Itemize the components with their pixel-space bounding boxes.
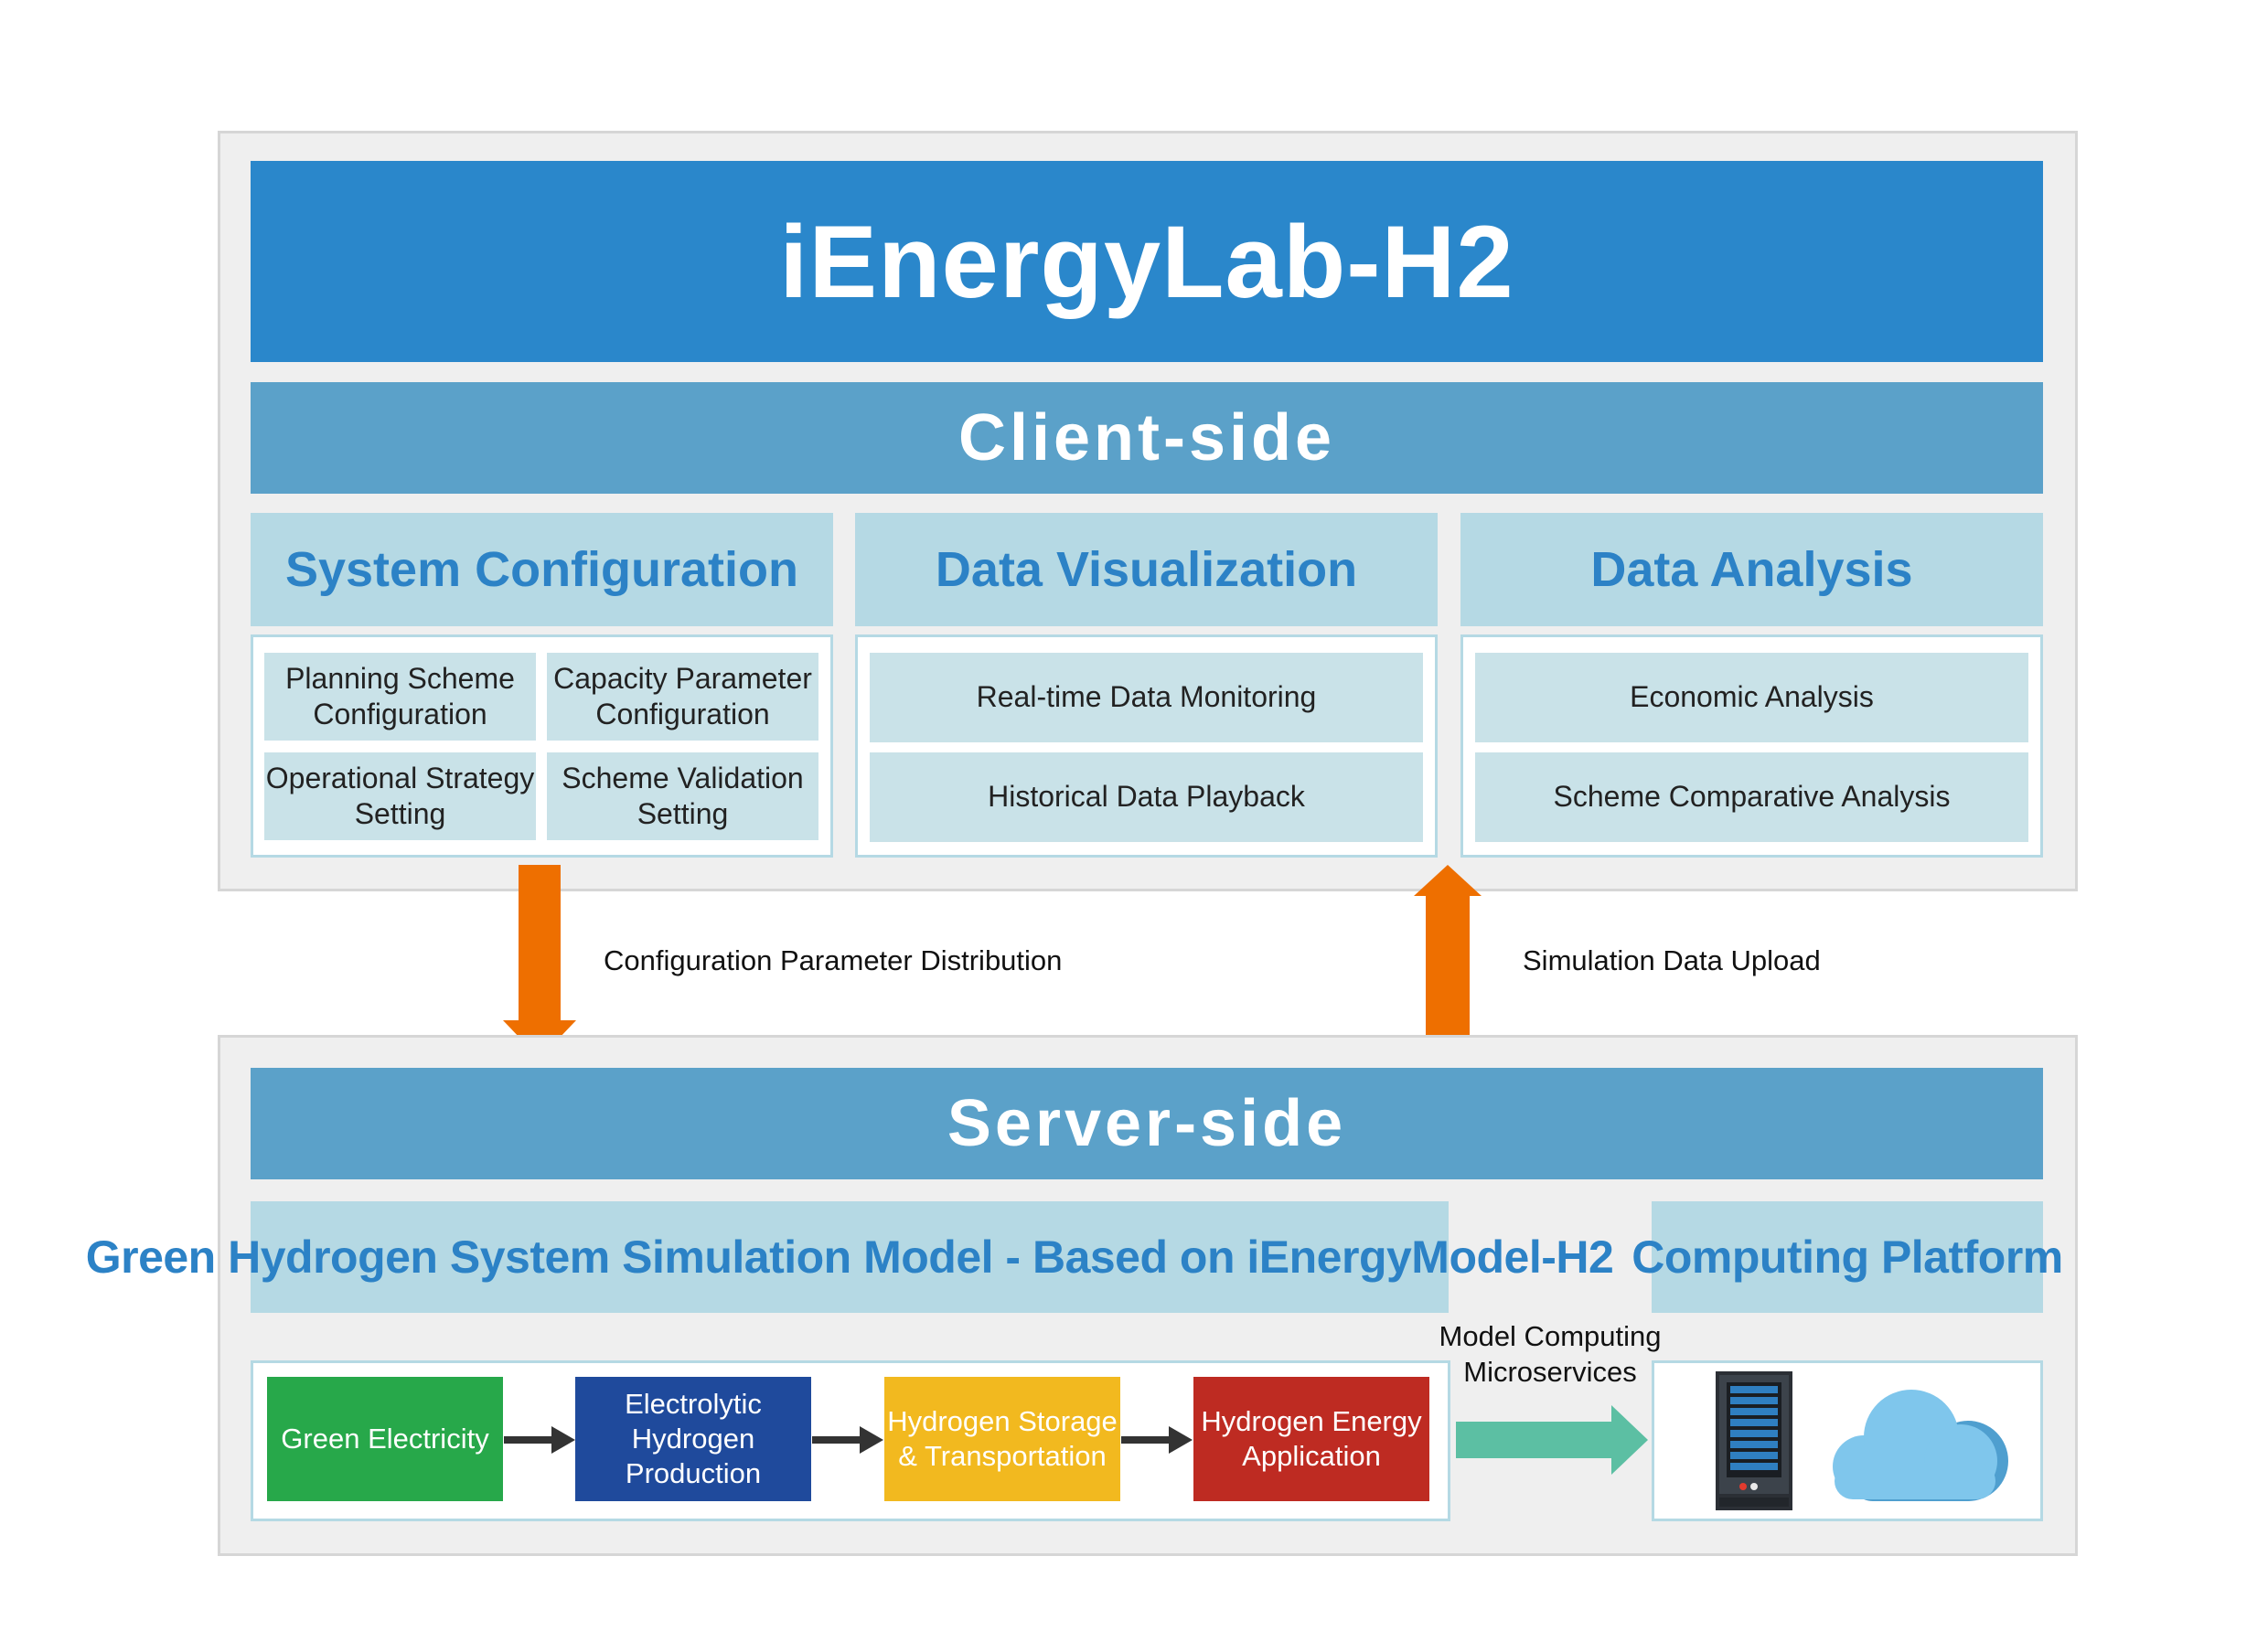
client-side-header: Client-side xyxy=(251,382,2043,494)
chain-arrow-icon xyxy=(504,1426,575,1454)
server-rack-icon xyxy=(1716,1371,1792,1510)
cloud-icon xyxy=(1833,1390,2008,1501)
server-side-header: Server-side xyxy=(251,1068,2043,1179)
computing-platform-header: Computing Platform xyxy=(1631,1201,2063,1313)
down-arrow-icon xyxy=(503,865,576,1059)
microservice-arrow-icon xyxy=(1456,1405,1648,1475)
data-analysis-header: Data Analysis xyxy=(1460,513,2043,626)
process-electrolytic-hydrogen-production[interactable]: Electrolytic Hydrogen Production xyxy=(575,1377,811,1501)
scheme-validation-setting[interactable]: Scheme Validation Setting xyxy=(547,752,818,840)
operational-strategy-setting[interactable]: Operational Strategy Setting xyxy=(264,752,536,840)
economic-analysis[interactable]: Economic Analysis xyxy=(1475,653,2028,742)
chain-arrow-icon xyxy=(1121,1426,1193,1454)
real-time-data-monitoring[interactable]: Real-time Data Monitoring xyxy=(870,653,1423,742)
process-green-electricity[interactable]: Green Electricity xyxy=(267,1377,503,1501)
process-hydrogen-storage-transportation[interactable]: Hydrogen Storage & Transportation xyxy=(884,1377,1120,1501)
microservices-label: Model Computing Microservices xyxy=(1439,1320,1662,1388)
capacity-parameter-configuration[interactable]: Capacity Parameter Configuration xyxy=(547,653,818,741)
process-hydrogen-energy-application[interactable]: Hydrogen Energy Application xyxy=(1193,1377,1429,1501)
configuration-distribution-label: Configuration Parameter Distribution xyxy=(604,944,1063,976)
simulation-model-header: Green Hydrogen System Simulation Model -… xyxy=(86,1201,1614,1313)
historical-data-playback[interactable]: Historical Data Playback xyxy=(870,752,1423,842)
simulation-upload-label: Simulation Data Upload xyxy=(1523,944,1821,976)
app-title: iEnergyLab-H2 xyxy=(251,161,2043,362)
chain-arrow-icon xyxy=(812,1426,883,1454)
scheme-comparative-analysis[interactable]: Scheme Comparative Analysis xyxy=(1475,752,2028,842)
system-configuration-header: System Configuration xyxy=(251,513,833,626)
data-visualization-header: Data Visualization xyxy=(855,513,1438,626)
planning-scheme-configuration[interactable]: Planning Scheme Configuration xyxy=(264,653,536,741)
up-arrow-icon xyxy=(1414,865,1482,1059)
